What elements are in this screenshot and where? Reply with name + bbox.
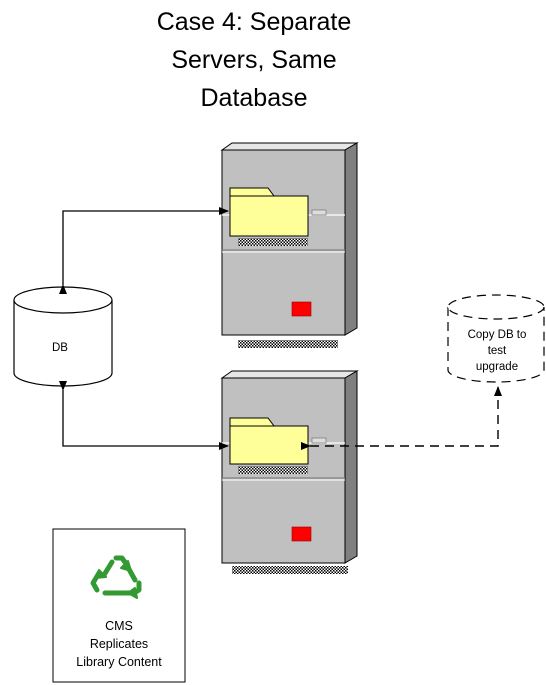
copy-db-label-line-3: upgrade [476,361,518,373]
copy-db-label-line-1: Copy DB to [468,329,527,341]
diagram-title-line-2: Servers, Same [171,46,336,74]
copy-db-label-line-2: test [488,345,507,357]
cms-note-box: CMS Replicates Library Content [52,528,186,683]
diagram-title-line-1: Case 4: Separate [157,8,352,36]
folder-icon [229,417,309,465]
folder-icon [229,187,309,237]
recycle-icon [90,555,142,599]
power-indicator [291,526,312,542]
base-vent [232,566,348,574]
connector-db-to-bottom-server [59,381,229,450]
cms-note-line-3: Library Content [76,655,162,669]
db-cylinder: DB [13,286,113,387]
server-top [220,142,359,348]
cms-note-line-1: CMS [105,619,133,633]
connector-db-to-top-server [59,207,229,294]
vent-grille [238,466,308,474]
connector-bottom-server-to-copy-db [301,386,502,450]
power-indicator [291,301,312,317]
server-bottom [220,370,359,574]
copy-db-cylinder: Copy DB to test upgrade [447,294,545,383]
cms-note-line-2: Replicates [90,637,148,651]
base-vent [238,340,338,348]
db-label: DB [52,342,68,354]
diagram-title-line-3: Database [200,84,307,112]
vent-grille [238,238,308,246]
